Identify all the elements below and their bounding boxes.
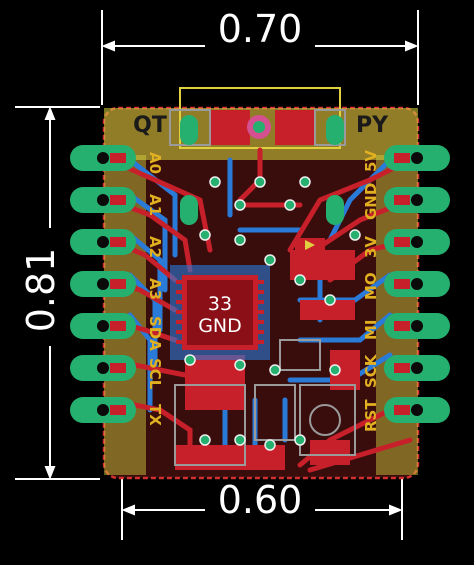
pad-right-5 — [384, 313, 450, 339]
pad-right-2 — [384, 187, 450, 213]
mounting-slots — [180, 115, 344, 225]
pin-label-a2: A2 — [146, 236, 164, 258]
pin-label-gnd: GND — [362, 183, 380, 220]
pad-right-4 — [384, 271, 450, 297]
pin-label-scl: SCL — [146, 358, 164, 390]
mcu-chip: 33 GND — [170, 265, 270, 360]
pin-label-5v: 5V — [362, 150, 380, 172]
py-label: PY — [356, 113, 389, 138]
pad-copper-marks — [110, 153, 410, 415]
qt-label: QT — [133, 113, 167, 138]
pad-left-5 — [70, 313, 136, 339]
pad-left-2 — [70, 187, 136, 213]
pad-left-3 — [70, 229, 136, 255]
pad-right-6 — [384, 355, 450, 381]
width-dimension-label: 0.70 — [218, 7, 303, 51]
chip-label-bottom: GND — [198, 315, 242, 337]
pin-label-a0: A0 — [146, 152, 164, 174]
chip-label-top: 33 — [208, 293, 232, 315]
left-header-pads — [70, 145, 136, 423]
pin-label-tx: TX — [146, 404, 164, 426]
left-pin-labels: A0 A1 A2 A3 SDA SCL TX — [146, 152, 164, 426]
pin-label-3v: 3V — [362, 236, 380, 258]
pin-label-sda: SDA — [146, 316, 164, 351]
pin-label-mo: MO — [362, 272, 380, 300]
pin-label-sck: SCK — [362, 353, 380, 388]
right-pin-labels: 5V GND 3V MO MI SCK RST — [362, 150, 380, 432]
component-outlines — [169, 109, 356, 466]
pad-right-1 — [384, 145, 450, 171]
pad-left-6 — [70, 355, 136, 381]
vias — [184, 176, 361, 451]
led — [295, 238, 325, 252]
pin-label-a3: A3 — [146, 278, 164, 300]
pad-right-3 — [384, 229, 450, 255]
right-header-pads — [384, 145, 450, 423]
height-dimension-label: 0.81 — [19, 248, 63, 333]
pin-label-mi: MI — [362, 319, 380, 340]
pin-label-a1: A1 — [146, 194, 164, 216]
copper-pours — [175, 110, 360, 470]
pad-left-1 — [70, 145, 136, 171]
pin-label-rst: RST — [362, 399, 380, 432]
pad-left-7 — [70, 397, 136, 423]
pin-span-dimension-label: 0.60 — [218, 478, 303, 522]
pad-right-7 — [384, 397, 450, 423]
pad-left-4 — [70, 271, 136, 297]
